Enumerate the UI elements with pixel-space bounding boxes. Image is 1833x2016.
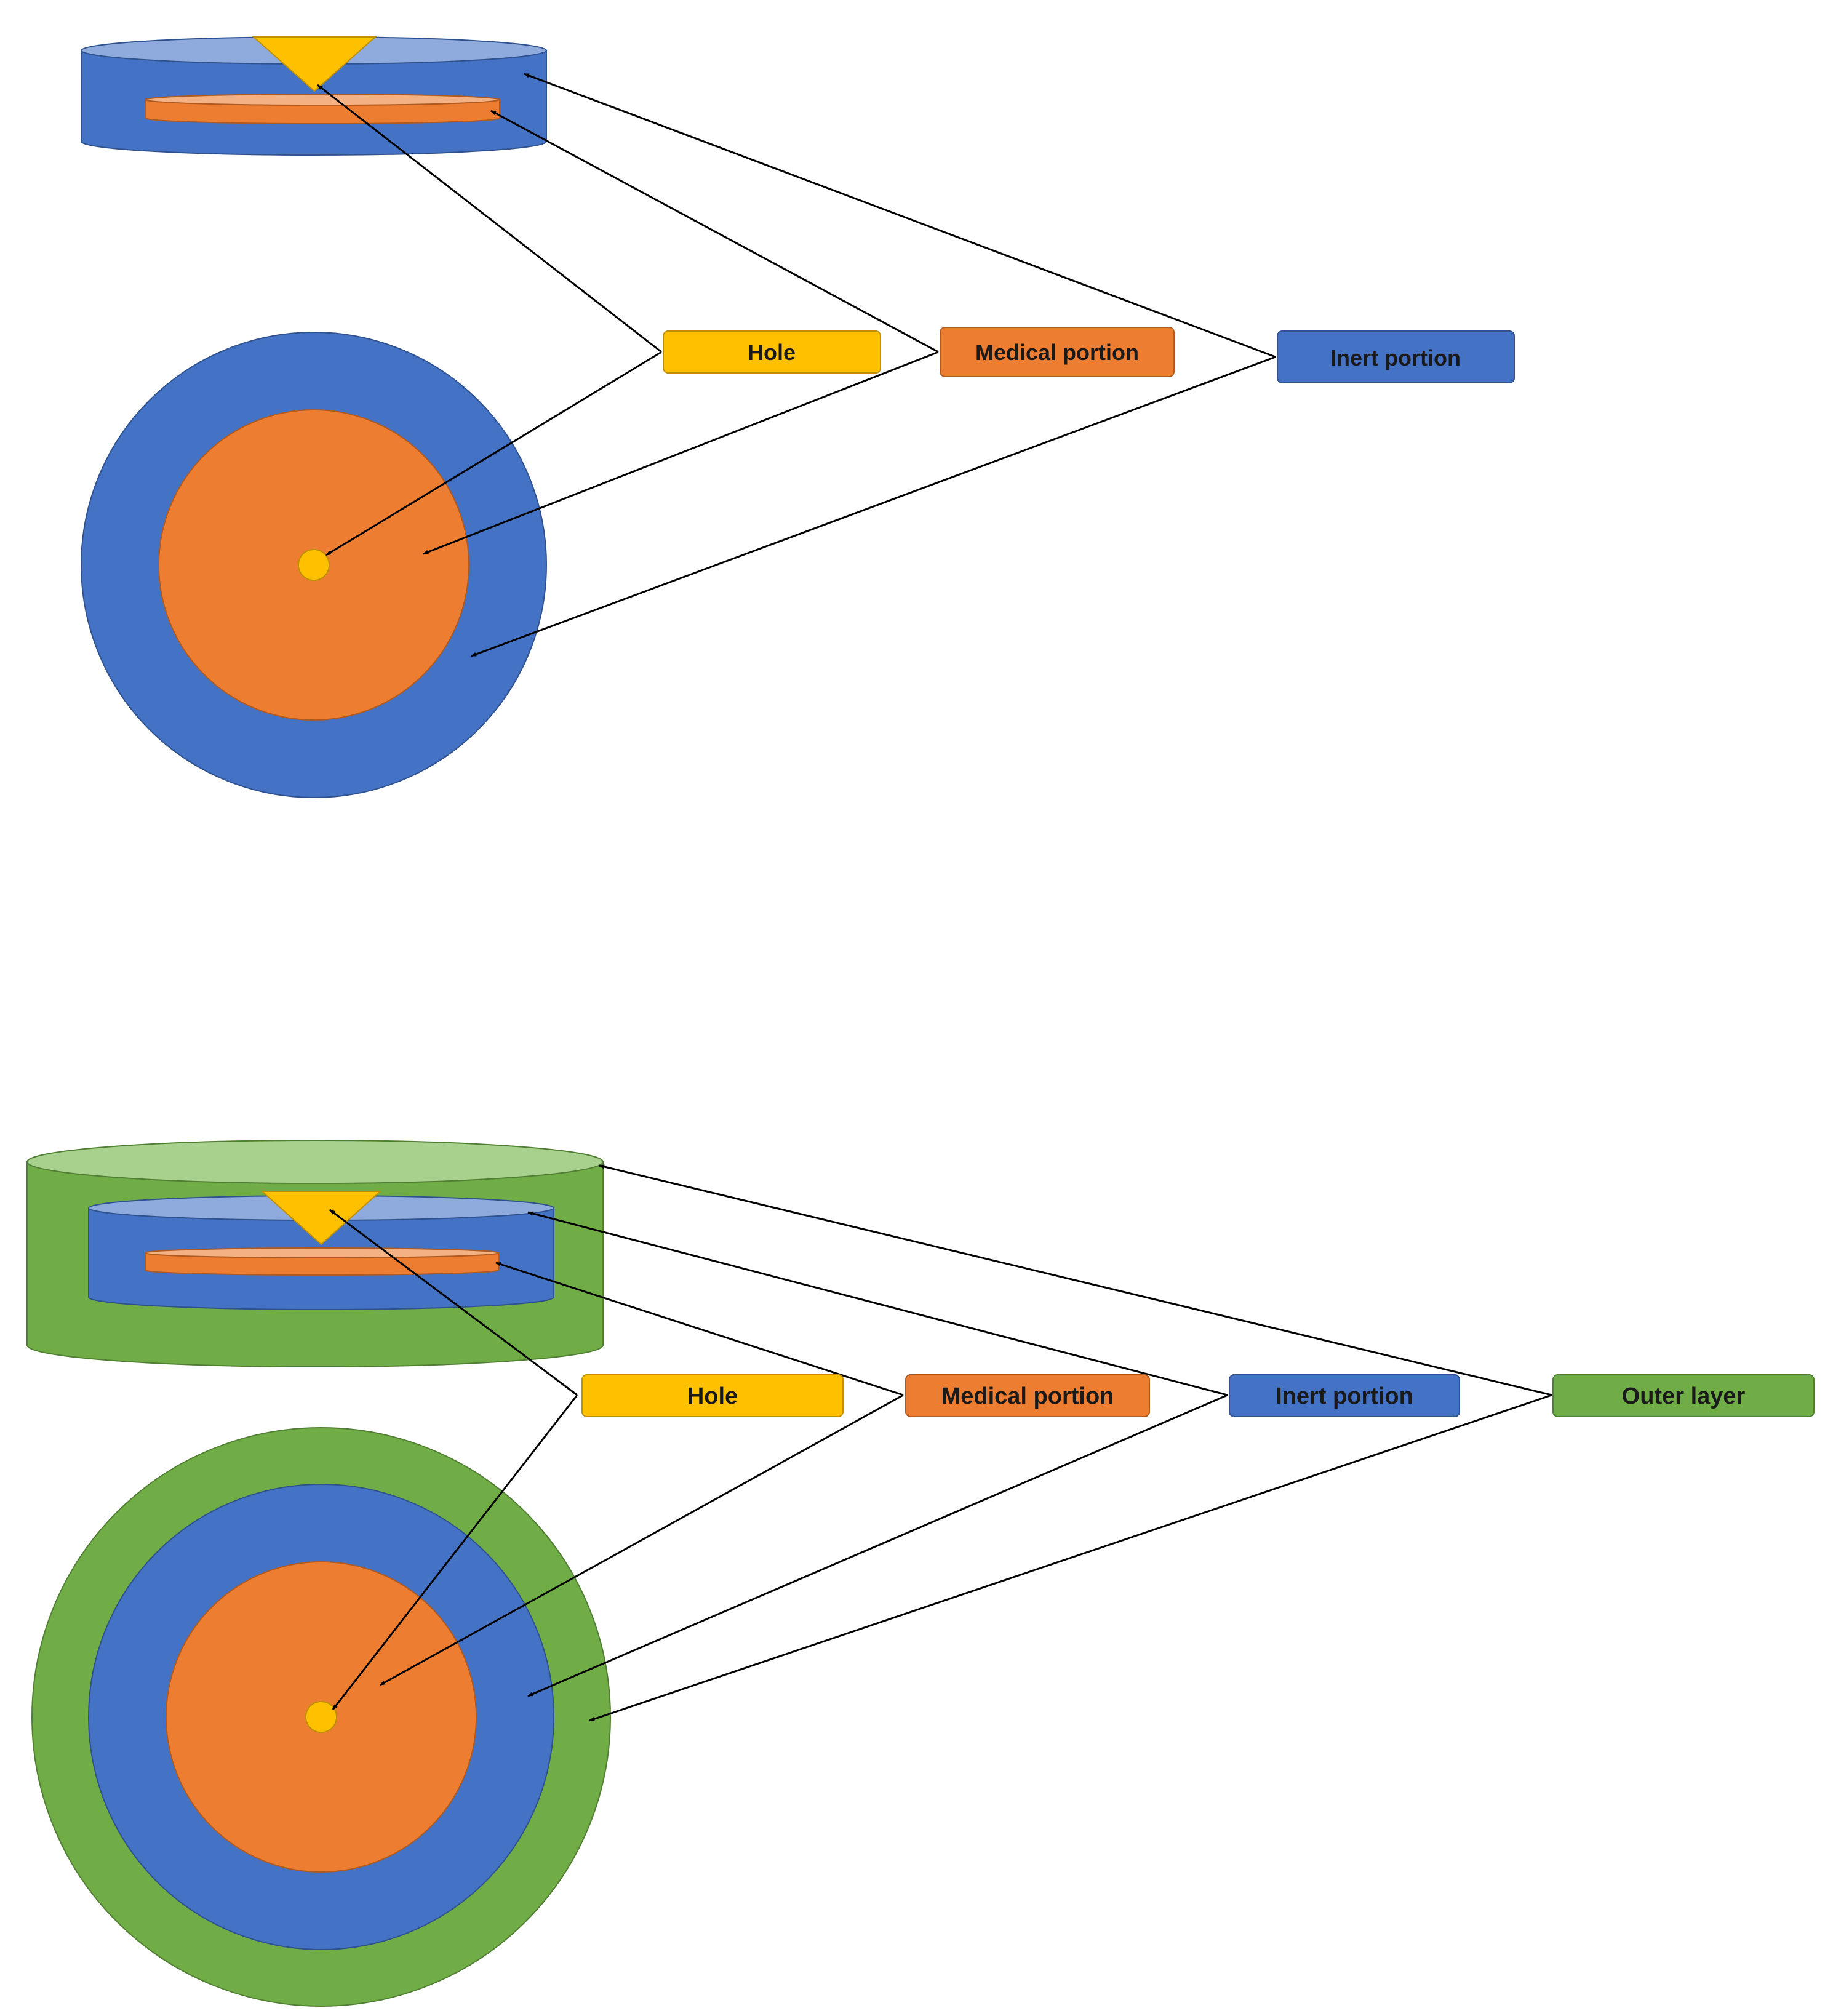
bottom-top-view bbox=[31, 1427, 611, 2007]
inert-label-box: Inert portion bbox=[1229, 1374, 1460, 1417]
outer-label-box: Outer layer bbox=[1552, 1374, 1815, 1417]
outer-label: Outer layer bbox=[1622, 1383, 1746, 1409]
medical-label: Medical portion bbox=[941, 1383, 1114, 1409]
top-diagram: Hole Medical portion Inert portion bbox=[81, 36, 1515, 798]
hole-label-box: Hole bbox=[663, 330, 881, 374]
outer-cylinder-top bbox=[26, 1140, 604, 1184]
inert-label-box: Inert portion bbox=[1277, 330, 1515, 383]
medical-label-box: Medical portion bbox=[940, 327, 1175, 377]
top-top-view bbox=[81, 332, 547, 798]
inert-label: Inert portion bbox=[1330, 345, 1461, 370]
medical-disc-top bbox=[145, 94, 500, 106]
medical-label: Medical portion bbox=[975, 340, 1139, 365]
bottom-diagram: Hole Medical portion Inert portion Outer… bbox=[26, 1140, 1815, 2007]
hole-label: Hole bbox=[748, 340, 796, 365]
bottom-pointer-lines bbox=[329, 1164, 1552, 1722]
hole-label: Hole bbox=[687, 1383, 738, 1409]
medical-disc-body bbox=[145, 99, 500, 125]
hole-cone bbox=[252, 36, 377, 92]
hole-dot bbox=[298, 549, 330, 581]
hole-label-box: Hole bbox=[581, 1374, 844, 1417]
bottom-side-view bbox=[26, 1140, 604, 1367]
hole-cone bbox=[260, 1191, 382, 1246]
medical-disc-top bbox=[145, 1247, 499, 1258]
top-pointer-lines bbox=[317, 73, 1276, 657]
medical-label-box: Medical portion bbox=[905, 1374, 1150, 1417]
hole-dot bbox=[305, 1701, 337, 1733]
top-side-view bbox=[81, 36, 547, 156]
inert-label: Inert portion bbox=[1276, 1383, 1413, 1409]
